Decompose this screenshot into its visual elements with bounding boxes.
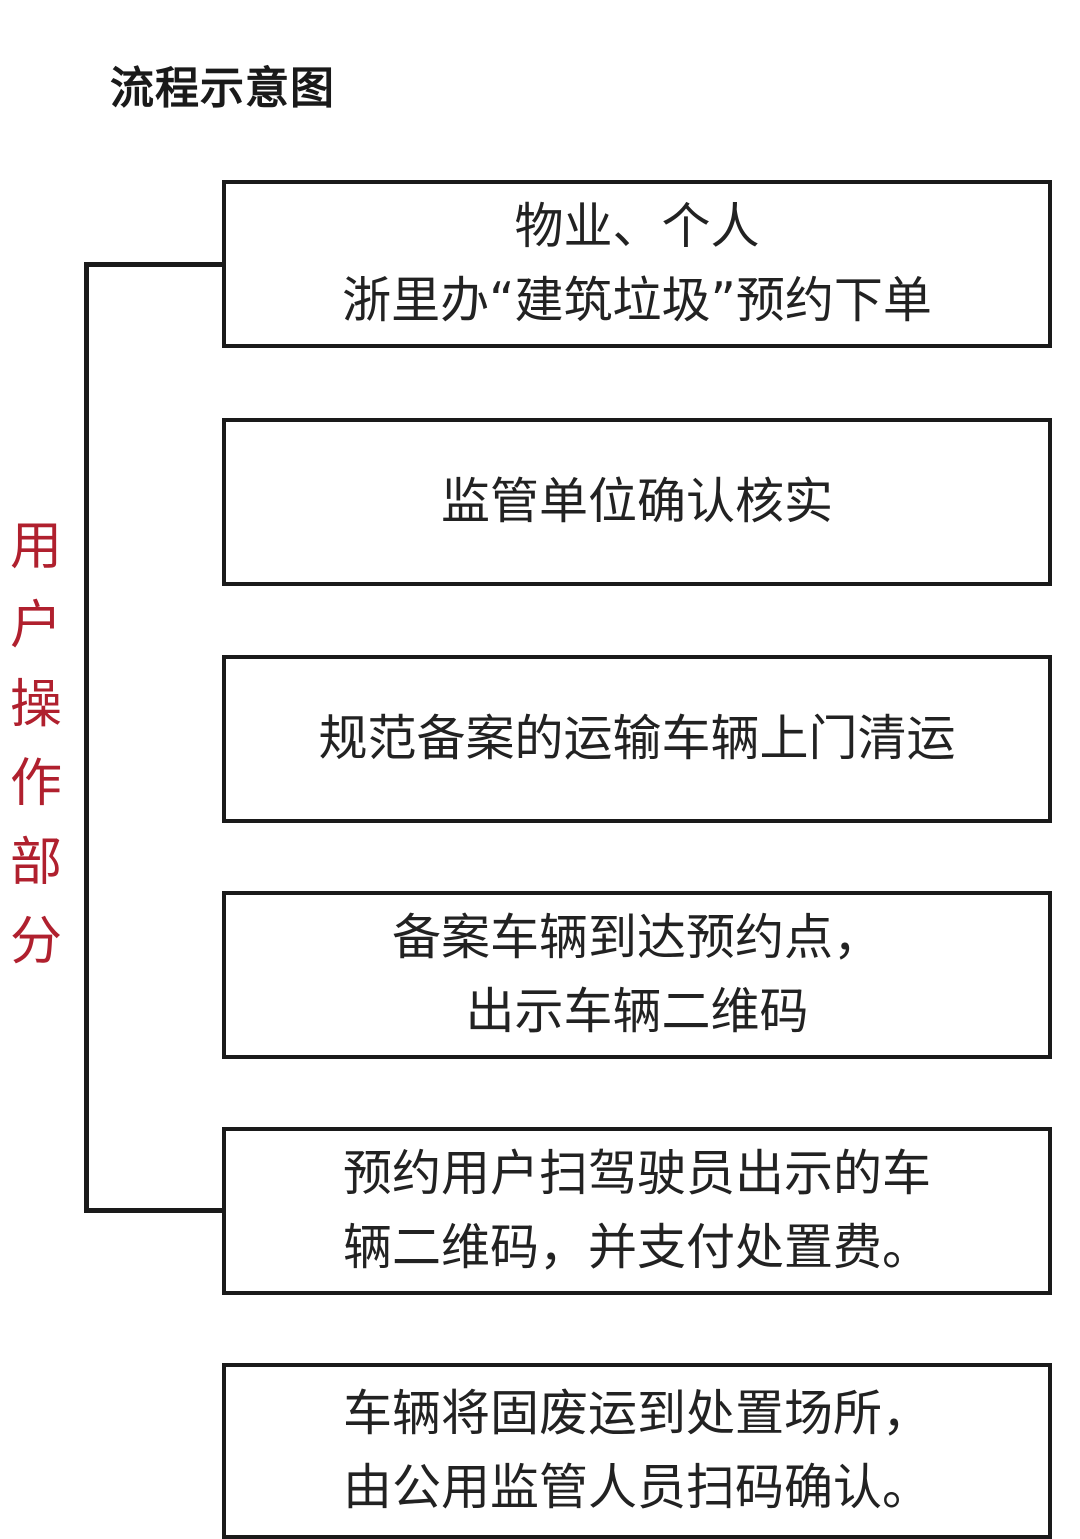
step-box-3: 规范备案的运输车辆上门清运	[222, 655, 1052, 823]
step-box-5: 预约用户扫驾驶员出示的车 辆二维码，并支付处置费。	[222, 1127, 1052, 1295]
side-label-char: 用	[9, 517, 62, 577]
step-text: 由公用监管人员扫码确认。	[342, 1459, 931, 1516]
diagram-title: 流程示意图	[110, 63, 335, 114]
step-text: 预约用户扫驾驶员出示的车	[342, 1145, 931, 1202]
step-text: 规范备案的运输车辆上门清运	[318, 710, 956, 767]
side-label-char: 作	[9, 754, 62, 814]
step-text: 备案车辆到达预约点，	[391, 909, 882, 966]
step-text: 监管单位确认核实	[440, 473, 833, 530]
step-text: 出示车辆二维码	[465, 983, 809, 1040]
bracket-top-connector	[84, 262, 224, 267]
step-text: 辆二维码，并支付处置费。	[342, 1219, 931, 1276]
step-box-1: 物业、个人 浙里办“建筑垃圾”预约下单	[222, 180, 1052, 348]
step-text: 浙里办“建筑垃圾”预约下单	[342, 272, 932, 329]
side-label-char: 分	[9, 912, 62, 972]
step-box-4: 备案车辆到达预约点， 出示车辆二维码	[222, 891, 1052, 1059]
user-operation-label: 用 户 操 作 部 分	[6, 508, 66, 982]
side-label-char: 操	[9, 675, 62, 735]
step-box-2: 监管单位确认核实	[222, 418, 1052, 586]
step-box-6: 车辆将固废运到处置场所， 由公用监管人员扫码确认。	[222, 1363, 1052, 1539]
side-label-char: 部	[9, 833, 62, 893]
bracket-line	[84, 262, 89, 1213]
bracket-bottom-connector	[84, 1208, 224, 1213]
step-text: 物业、个人	[514, 198, 760, 255]
side-label-char: 户	[9, 596, 62, 656]
step-text: 车辆将固废运到处置场所，	[342, 1385, 931, 1442]
